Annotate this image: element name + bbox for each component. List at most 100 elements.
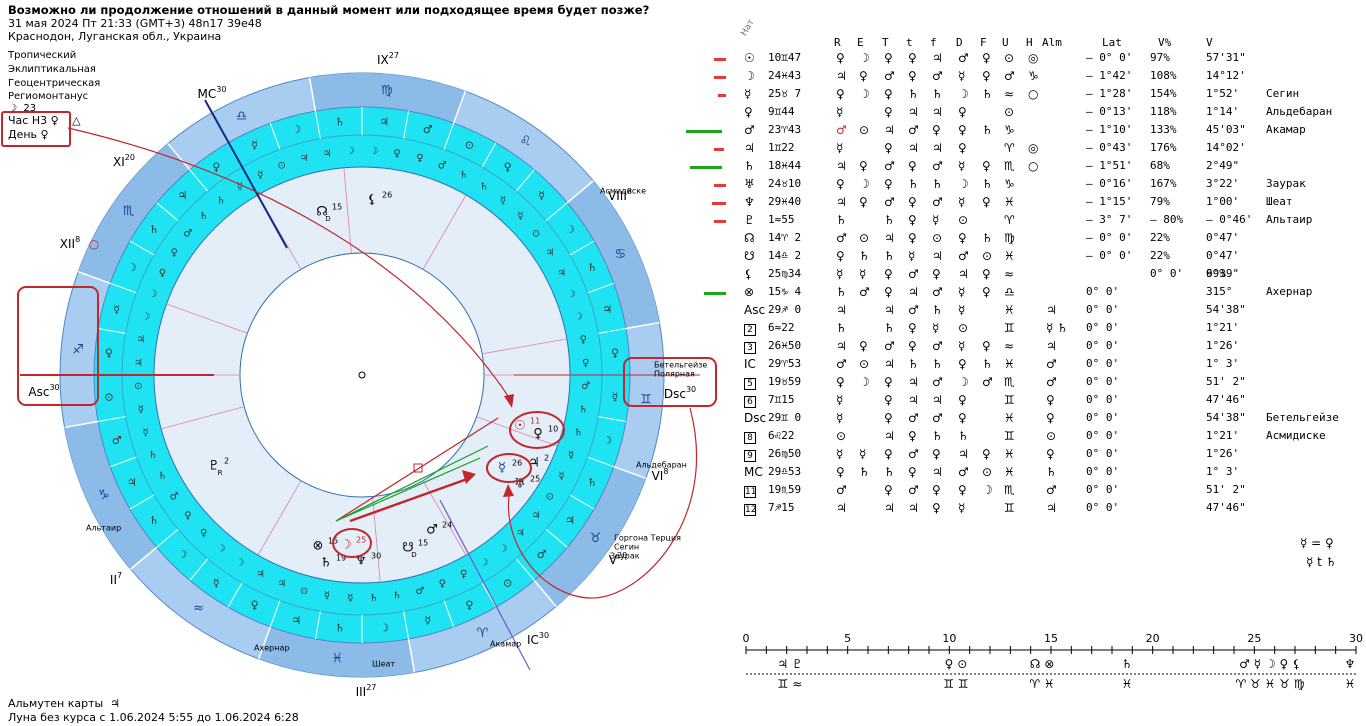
row-body-23: MC	[744, 465, 763, 479]
row-dignity-10-2: ♃	[884, 231, 895, 245]
row-body-5: ♃	[744, 141, 755, 155]
row-dignity-20-4: ♂	[932, 411, 943, 425]
row-dignity-0-5: ♂	[958, 51, 969, 65]
term-ruler-icon: ♃	[532, 510, 541, 521]
row-dignity-23-1: ♄	[859, 465, 870, 479]
annotation-curve	[67, 127, 513, 403]
row-dignity-12-2: ♀	[884, 267, 893, 281]
decan-divider	[109, 456, 137, 468]
row-dignity-23-0: ♀	[836, 465, 845, 479]
house-cusp	[257, 480, 302, 556]
row-dignity-12-0: ☿	[836, 267, 844, 281]
row-dignity-13-5: ☿	[958, 285, 966, 299]
row-dignity-16-5: ☿	[958, 339, 966, 353]
row-dignity-6-2: ♂	[884, 159, 895, 173]
pluto-station: R	[218, 469, 223, 477]
decan-ruler-icon: ♃	[379, 115, 389, 128]
ic-axis	[439, 499, 531, 671]
term-ruler-icon: ☿	[347, 593, 353, 604]
aspect-line	[335, 445, 489, 522]
row-body-17: IC	[744, 357, 756, 371]
uranus-icon: ♅	[514, 477, 526, 492]
decan-divider	[403, 110, 410, 139]
row-dignity-17-3: ♄	[908, 357, 919, 371]
row-dignity-21-3: ♀	[908, 429, 917, 443]
column-header-8: H	[1026, 36, 1033, 49]
row-dignity-9-0: ♄	[836, 213, 847, 227]
row-dignity-1-7: ♂	[1004, 69, 1015, 83]
term-ruler-icon: ♃	[557, 268, 566, 279]
row-latitude-4: – 1°10'	[1086, 123, 1133, 136]
row-velocity-pct-3: 118%	[1150, 105, 1177, 118]
decan-ruler-icon: ☽	[177, 548, 187, 561]
row-body-2: ☿	[744, 87, 752, 101]
house-cusp	[422, 194, 467, 270]
house-cusp	[482, 338, 567, 355]
sign-band	[567, 180, 660, 329]
star-polaris: Полярная	[654, 370, 695, 379]
term-ruler-icon: ♂	[581, 381, 590, 392]
row-latitude-7: – 0°16'	[1086, 177, 1133, 190]
chart-question: Возможно ли продолжение отношений в данн…	[8, 3, 650, 17]
row-position-8: 29♓40	[768, 195, 802, 208]
row-dignity-13-1: ♂	[859, 285, 870, 299]
node_s-station: D	[411, 551, 416, 559]
row-dignity-18-0: ♀	[836, 375, 845, 389]
term-ruler-icon: ☽	[369, 146, 378, 157]
row-dignity-2-5: ☽	[958, 87, 969, 101]
row-dignity-15-2: ♄	[884, 321, 895, 335]
row-dignity-15-0: ♄	[836, 321, 847, 335]
jupiter-icon: ♃	[528, 456, 540, 471]
house-number-11: 11	[744, 486, 757, 498]
row-dignity-0-8: ◎	[1028, 51, 1039, 65]
row-dignity-18-2: ♀	[884, 375, 893, 389]
decan-ruler-icon: ☽	[291, 123, 301, 136]
mc-axis	[204, 99, 288, 249]
decan-ruler-icon: ⊙	[104, 391, 113, 404]
planetary-day: День ♀	[8, 128, 49, 141]
row-dignity-10-5: ♀	[958, 231, 967, 245]
row-dignity-11-6: ⊙	[982, 249, 993, 263]
row-dignity-17-4: ♄	[932, 357, 943, 371]
row-dignity-6-5: ☿	[958, 159, 966, 173]
row-almuten-17: ♂	[1046, 357, 1057, 371]
row-dignity-19-7: ♊	[1004, 393, 1015, 407]
row-position-25: 7♐15	[768, 501, 795, 514]
row-body-6: ♄	[744, 159, 755, 173]
row-dignity-3-3: ♃	[908, 105, 919, 119]
row-velocity-pct-6: 68%	[1150, 159, 1170, 172]
decan-ruler-icon: ♄	[149, 223, 159, 236]
row-dignity-7-3: ♄	[908, 177, 919, 191]
row-velocity-7: 3°22'	[1206, 177, 1240, 190]
decan-divider	[129, 240, 155, 256]
row-dignity-14-0: ♃	[836, 303, 847, 317]
decan-divider	[587, 456, 615, 468]
row-dignity-25-4: ♀	[932, 501, 941, 515]
venus-icon: ♀	[50, 114, 59, 127]
scale-label-5: 5	[844, 632, 851, 645]
chart-wheel[interactable]: ♊♉♈♓≈♑♐♏♎♍♌♋♀☿☽♄♃♂⊙♀☿☽♄♃♀☿☽♄♃♂⊙♀☿☽♄♃♀☿☽♄…	[0, 0, 740, 726]
decan-ruler-icon: ♀	[212, 160, 220, 173]
row-dignity-1-0: ♃	[836, 69, 847, 83]
house-label-dsc: Dsc30	[664, 385, 696, 402]
scorpio-icon: ♏	[123, 204, 135, 219]
scale-signs-2: ♈ ♓	[1029, 677, 1054, 691]
term-ruler-icon: ☽	[141, 312, 150, 323]
row-position-1: 24♓43	[768, 69, 802, 82]
cancer-icon: ♋	[614, 247, 626, 262]
row-almuten-18: ♂	[1046, 375, 1057, 389]
scale-label-25: 25	[1247, 632, 1261, 645]
row-dignity-1-4: ♂	[932, 69, 943, 83]
arrow-head	[503, 484, 514, 497]
row-latitude-24: 0° 0'	[1086, 483, 1120, 496]
row-dignity-1-2: ♂	[884, 69, 895, 83]
term-ruler-icon: ☿	[517, 211, 523, 222]
aspect-line	[335, 457, 481, 522]
sign-divider	[613, 465, 647, 479]
row-dignity-5-0: ☿	[836, 141, 844, 155]
row-position-13: 15♑ 4	[768, 285, 802, 298]
row-dignity-14-5: ☿	[958, 303, 966, 317]
lilith-degree: 26	[382, 191, 392, 200]
column-header-0: R	[834, 36, 841, 49]
term-ruler-icon: ♃	[277, 579, 286, 590]
